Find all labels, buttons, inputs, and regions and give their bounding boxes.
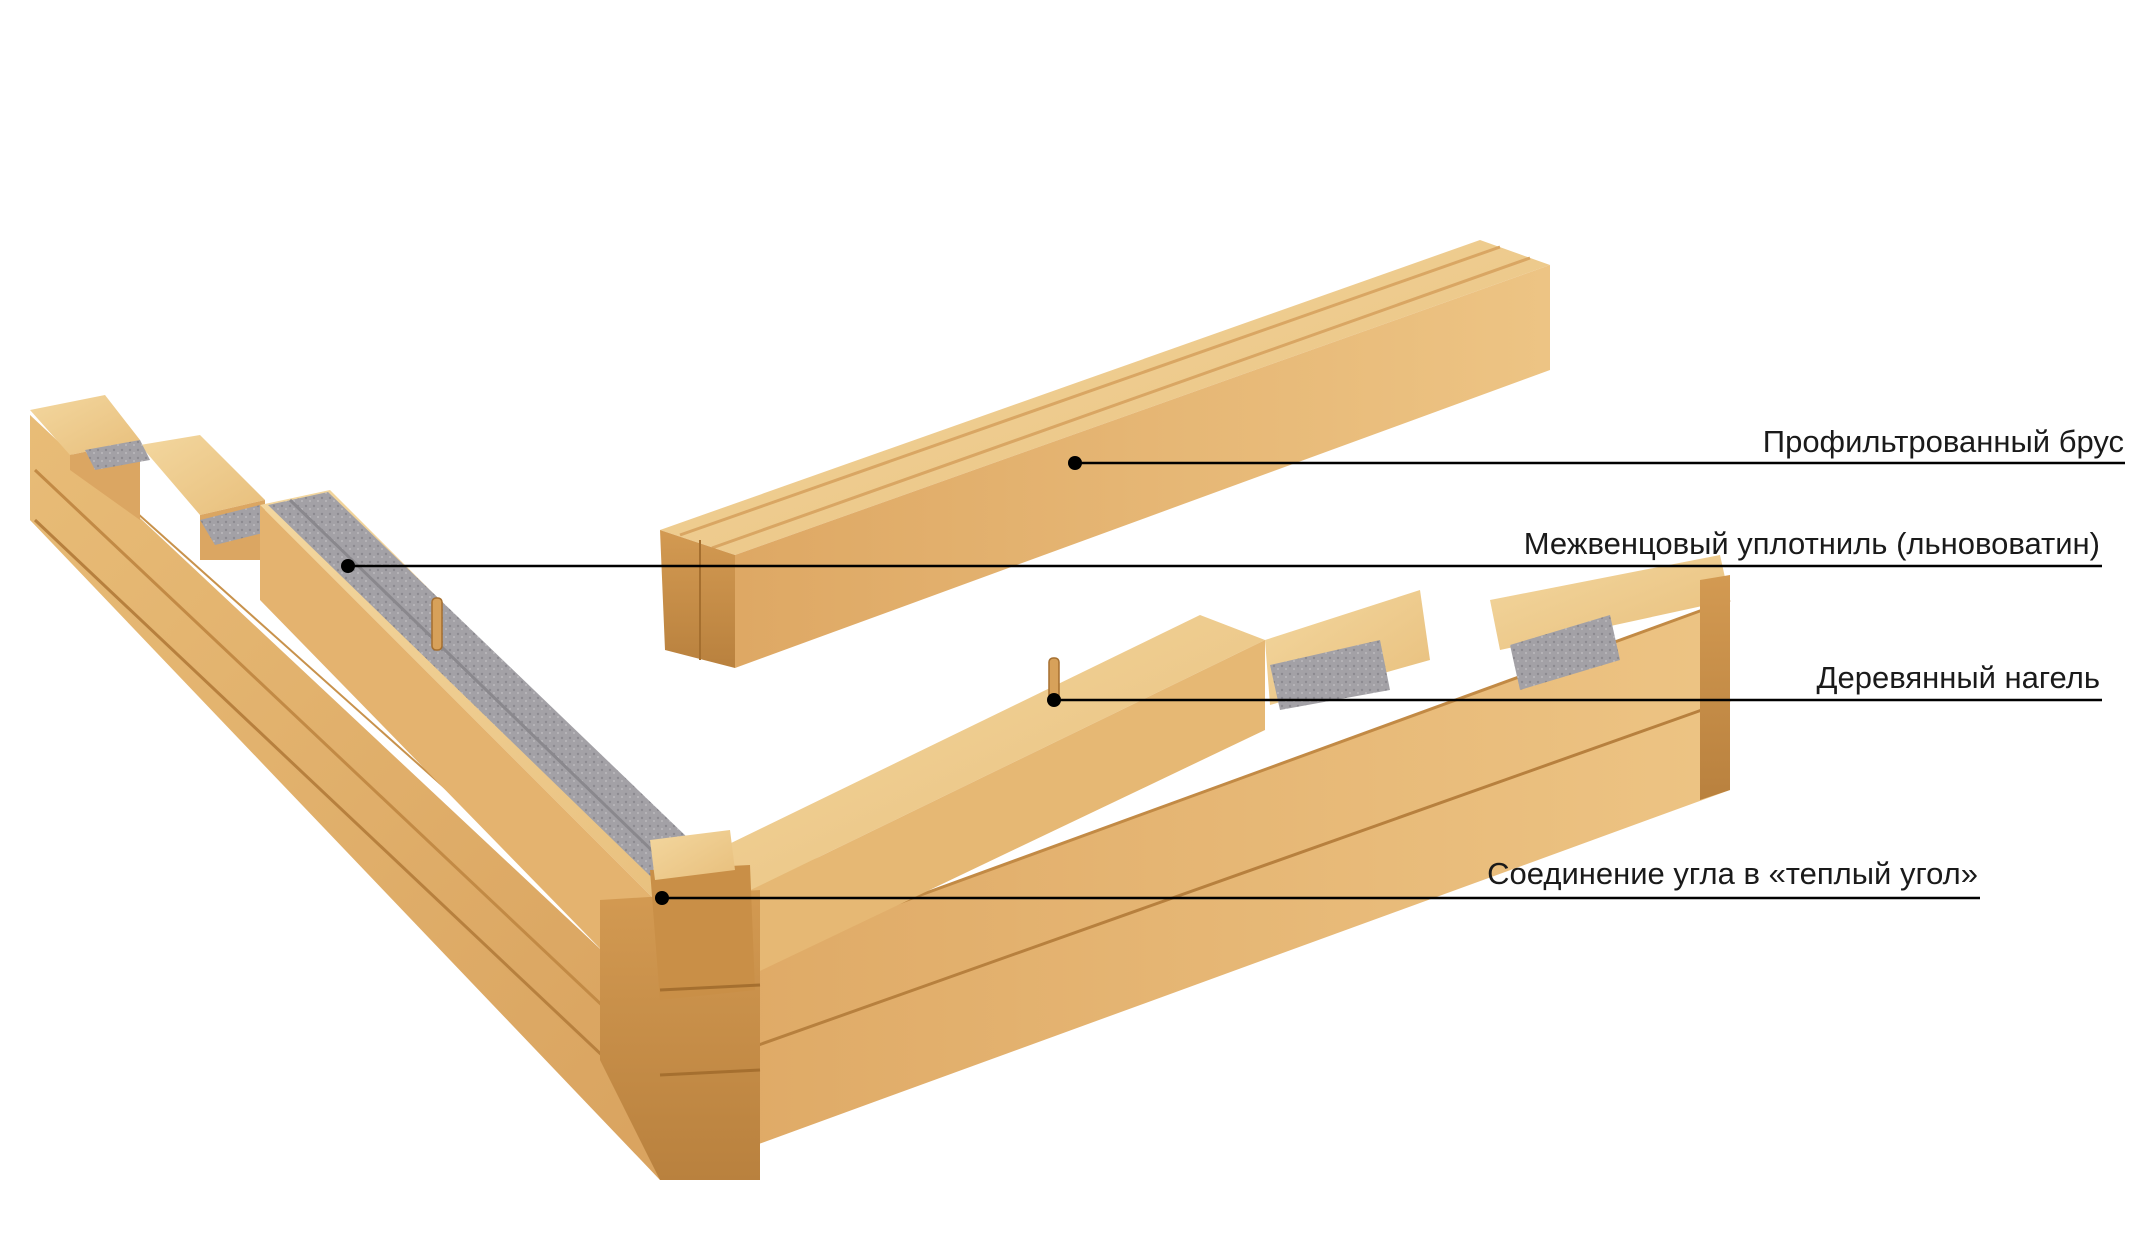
right-wall-face-bottom (660, 700, 1730, 1180)
callout-warm-corner: Соединение угла в «теплый угол» (1487, 856, 1978, 891)
left-wall-upper-log-face (260, 505, 660, 1010)
left-wall-insulation-2 (200, 505, 275, 545)
left-wall-face-middle (30, 415, 660, 1115)
left-wall-top-log-1 (30, 395, 140, 455)
left-wall-seam (33, 468, 662, 1062)
beam-groove (711, 256, 1531, 550)
profiled-beam-top (660, 240, 1550, 555)
right-wall-upper-log-face (720, 640, 1265, 990)
left-wall-seam (33, 518, 662, 1112)
corner-end-grain-upper (650, 865, 755, 1000)
profiled-beam-end (660, 530, 735, 668)
left-wall-dowel (431, 597, 443, 651)
right-wall-end (1700, 575, 1730, 800)
right-wall-face-middle (660, 600, 1730, 1085)
leader-dot-dowel (1047, 693, 1061, 707)
left-wall-insulation-1 (85, 440, 150, 470)
callout-insulation: Межвенцовый уплотниль (льнововатин) (1523, 526, 2100, 561)
right-wall-seam (659, 698, 1731, 1082)
corner-tongue (650, 830, 735, 880)
leader-lines (341, 456, 2125, 905)
right-wall-insulation-2 (1510, 615, 1620, 690)
right-wall-upper-log-top (655, 615, 1265, 905)
callout-profiled-beam: Профильтрованный брус (1762, 424, 2124, 459)
right-wall-insulation-1 (1270, 640, 1390, 710)
leader-dot-insulation (341, 559, 355, 573)
left-wall-long-insulation (268, 492, 740, 905)
left-wall-top-log-2 (140, 435, 265, 515)
leader-dot-warm-corner (655, 891, 669, 905)
right-wall-step-2 (1490, 555, 1730, 650)
leader-dot-profiled-beam (1068, 456, 1082, 470)
beam-groove (679, 245, 1501, 537)
callout-dowel: Деревянный нагель (1816, 660, 2100, 695)
right-wall (655, 555, 1731, 1180)
left-wall (30, 395, 740, 1180)
corner-seam (659, 983, 761, 992)
corner-seam (659, 1068, 761, 1077)
